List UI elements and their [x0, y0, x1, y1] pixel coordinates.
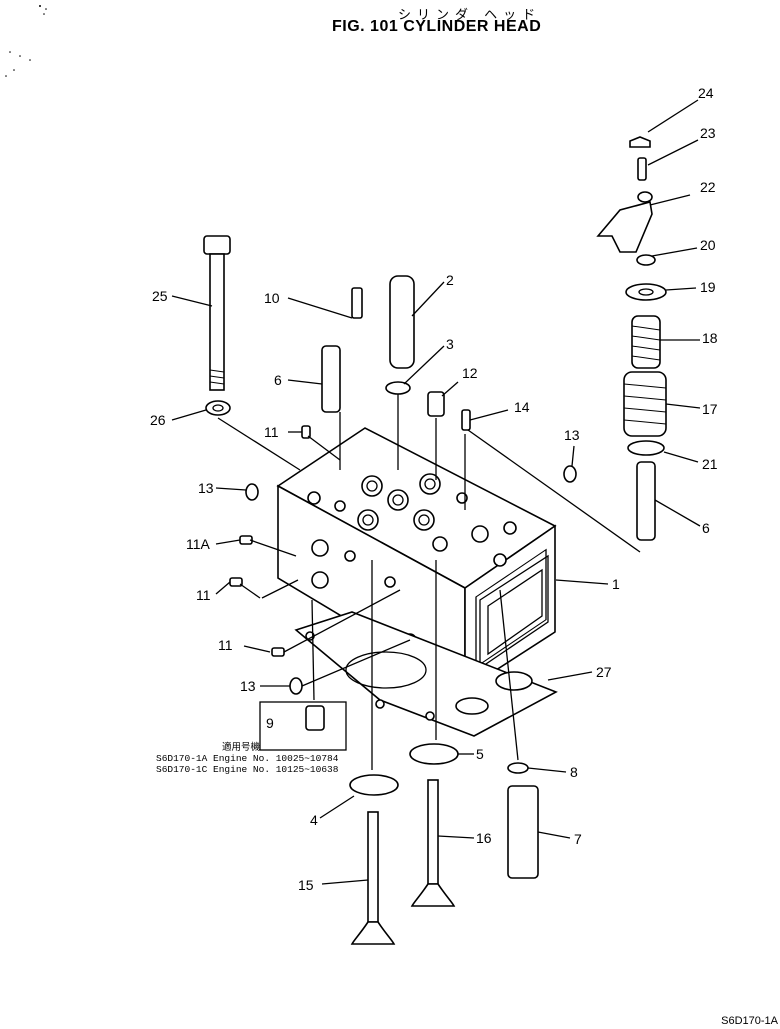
callout-24: 24: [698, 85, 714, 101]
callout-3: 3: [446, 336, 454, 352]
callout-16: 16: [476, 830, 492, 846]
callout-1: 1: [612, 576, 620, 592]
callout-19: 19: [700, 279, 716, 295]
callout-20: 20: [700, 237, 716, 253]
leader-lines: [171, 99, 701, 885]
callout-27: 27: [596, 664, 612, 680]
callout-14: 14: [514, 399, 530, 415]
callout-7: 7: [574, 831, 582, 847]
callout-9: 9: [266, 715, 274, 731]
callout-6-right: 6: [702, 520, 710, 536]
callout-11-mid: 11: [196, 587, 211, 603]
small-parts: [229, 275, 577, 695]
callout-6-left: 6: [274, 372, 282, 388]
title-kana: シリンダ ヘッド: [398, 8, 542, 23]
callout-23: 23: [700, 125, 716, 141]
callout-4: 4: [310, 812, 318, 828]
document-id: S6D170-1A: [721, 1015, 778, 1027]
callout-26: 26: [150, 412, 166, 428]
callout-10: 10: [264, 290, 280, 306]
note-heading: 適用号機: [222, 742, 261, 753]
valve-seat-box: [259, 701, 347, 751]
callout-15: 15: [298, 877, 314, 893]
callout-18: 18: [702, 330, 718, 346]
callout-13-left: 13: [198, 480, 214, 496]
valve-spring-stack: [623, 283, 667, 541]
callout-17: 17: [702, 401, 718, 417]
valve-seat-inserts: [349, 743, 529, 796]
scan-specks: [5, 5, 47, 77]
rocker-arm-stack: [596, 136, 656, 266]
valves: [350, 779, 456, 945]
head-bolt: [203, 235, 231, 391]
callout-5: 5: [476, 746, 484, 762]
callout-8: 8: [570, 764, 578, 780]
callout-25: 25: [152, 288, 168, 304]
head-gasket: [294, 611, 558, 737]
callout-12: 12: [462, 365, 478, 381]
callout-13-top-right: 13: [564, 427, 580, 443]
callout-2: 2: [446, 272, 454, 288]
callout-21: 21: [702, 456, 718, 472]
note-line-1: S6D170-1A Engine No. 10025~10784: [156, 753, 339, 764]
callout-11-top: 11: [264, 424, 279, 440]
washer: [205, 400, 231, 416]
callout-11A: 11A: [186, 536, 210, 552]
callout-11-lower: 11: [218, 637, 233, 653]
valve-guide-7: [507, 785, 539, 879]
callout-13-lower: 13: [240, 678, 256, 694]
note-line-2: S6D170-1C Engine No. 10125~10638: [156, 764, 339, 775]
callout-22: 22: [700, 179, 716, 195]
figure-title: FIG. 101 CYLINDER HEAD: [332, 18, 542, 35]
